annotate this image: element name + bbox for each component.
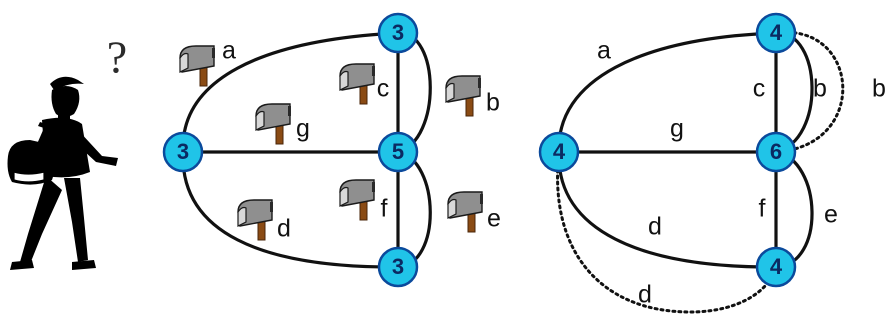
mailbox-icon-c xyxy=(339,63,375,105)
right-edge-label-d: d xyxy=(648,213,662,241)
right-edge-label-f: f xyxy=(759,195,766,223)
left-edge-label-g: g xyxy=(296,115,310,143)
left-edge-d xyxy=(181,150,400,269)
right-edge-label-e: e xyxy=(824,201,838,229)
right-node-center-degree: 6 xyxy=(770,139,782,164)
left-node-bottom: 3 xyxy=(377,246,419,288)
left-edge-label-f: f xyxy=(381,195,388,223)
right-edge-d xyxy=(557,150,778,269)
postman-figure xyxy=(7,76,118,270)
left-node-left: 3 xyxy=(162,131,204,173)
left-edge-label-e: e xyxy=(487,205,501,233)
right-edge-label-a: a xyxy=(597,37,611,65)
right-edge-label-c: c xyxy=(753,75,766,103)
right-edge-label-d-duplicate: d xyxy=(638,281,652,309)
mailbox-icon-e xyxy=(447,191,483,233)
right-edge-a xyxy=(557,31,778,154)
right-edge-d-duplicate xyxy=(556,150,778,314)
left-graph: a g c b f d e 3 3 5 3 xyxy=(162,12,501,288)
left-edge-label-b: b xyxy=(486,89,500,117)
left-node-center: 5 xyxy=(377,131,419,173)
left-node-bottom-degree: 3 xyxy=(392,254,404,279)
left-edge-a xyxy=(181,31,400,154)
mailbox-icon-a xyxy=(179,45,215,87)
mailbox-icon-b xyxy=(445,75,481,117)
left-edge-label-d: d xyxy=(277,215,291,243)
right-node-bottom: 4 xyxy=(755,246,797,288)
right-node-center: 6 xyxy=(755,131,797,173)
mailbox-icon-d xyxy=(237,199,273,241)
right-edge-b-duplicate xyxy=(774,30,845,154)
right-node-top-degree: 4 xyxy=(770,20,783,45)
right-edge-label-g: g xyxy=(670,115,684,143)
left-edge-label-a: a xyxy=(222,37,236,65)
right-node-top: 4 xyxy=(755,12,797,54)
right-node-left-degree: 4 xyxy=(553,139,566,164)
right-edge-label-b: b xyxy=(813,75,827,103)
left-edge-label-c: c xyxy=(377,75,390,103)
right-edge-label-b-duplicate: b xyxy=(872,75,886,103)
left-node-left-degree: 3 xyxy=(177,139,189,164)
left-node-center-degree: 5 xyxy=(392,139,404,164)
left-node-top-degree: 3 xyxy=(392,20,404,45)
mailbox-icon-f xyxy=(339,179,375,221)
right-node-left: 4 xyxy=(538,131,580,173)
right-node-bottom-degree: 4 xyxy=(770,254,783,279)
right-graph: a g c b b f d e d 4 4 6 4 xyxy=(538,12,886,314)
question-mark: ? xyxy=(107,32,127,83)
mailbox-icon-g xyxy=(255,103,291,145)
left-node-top: 3 xyxy=(377,12,419,54)
